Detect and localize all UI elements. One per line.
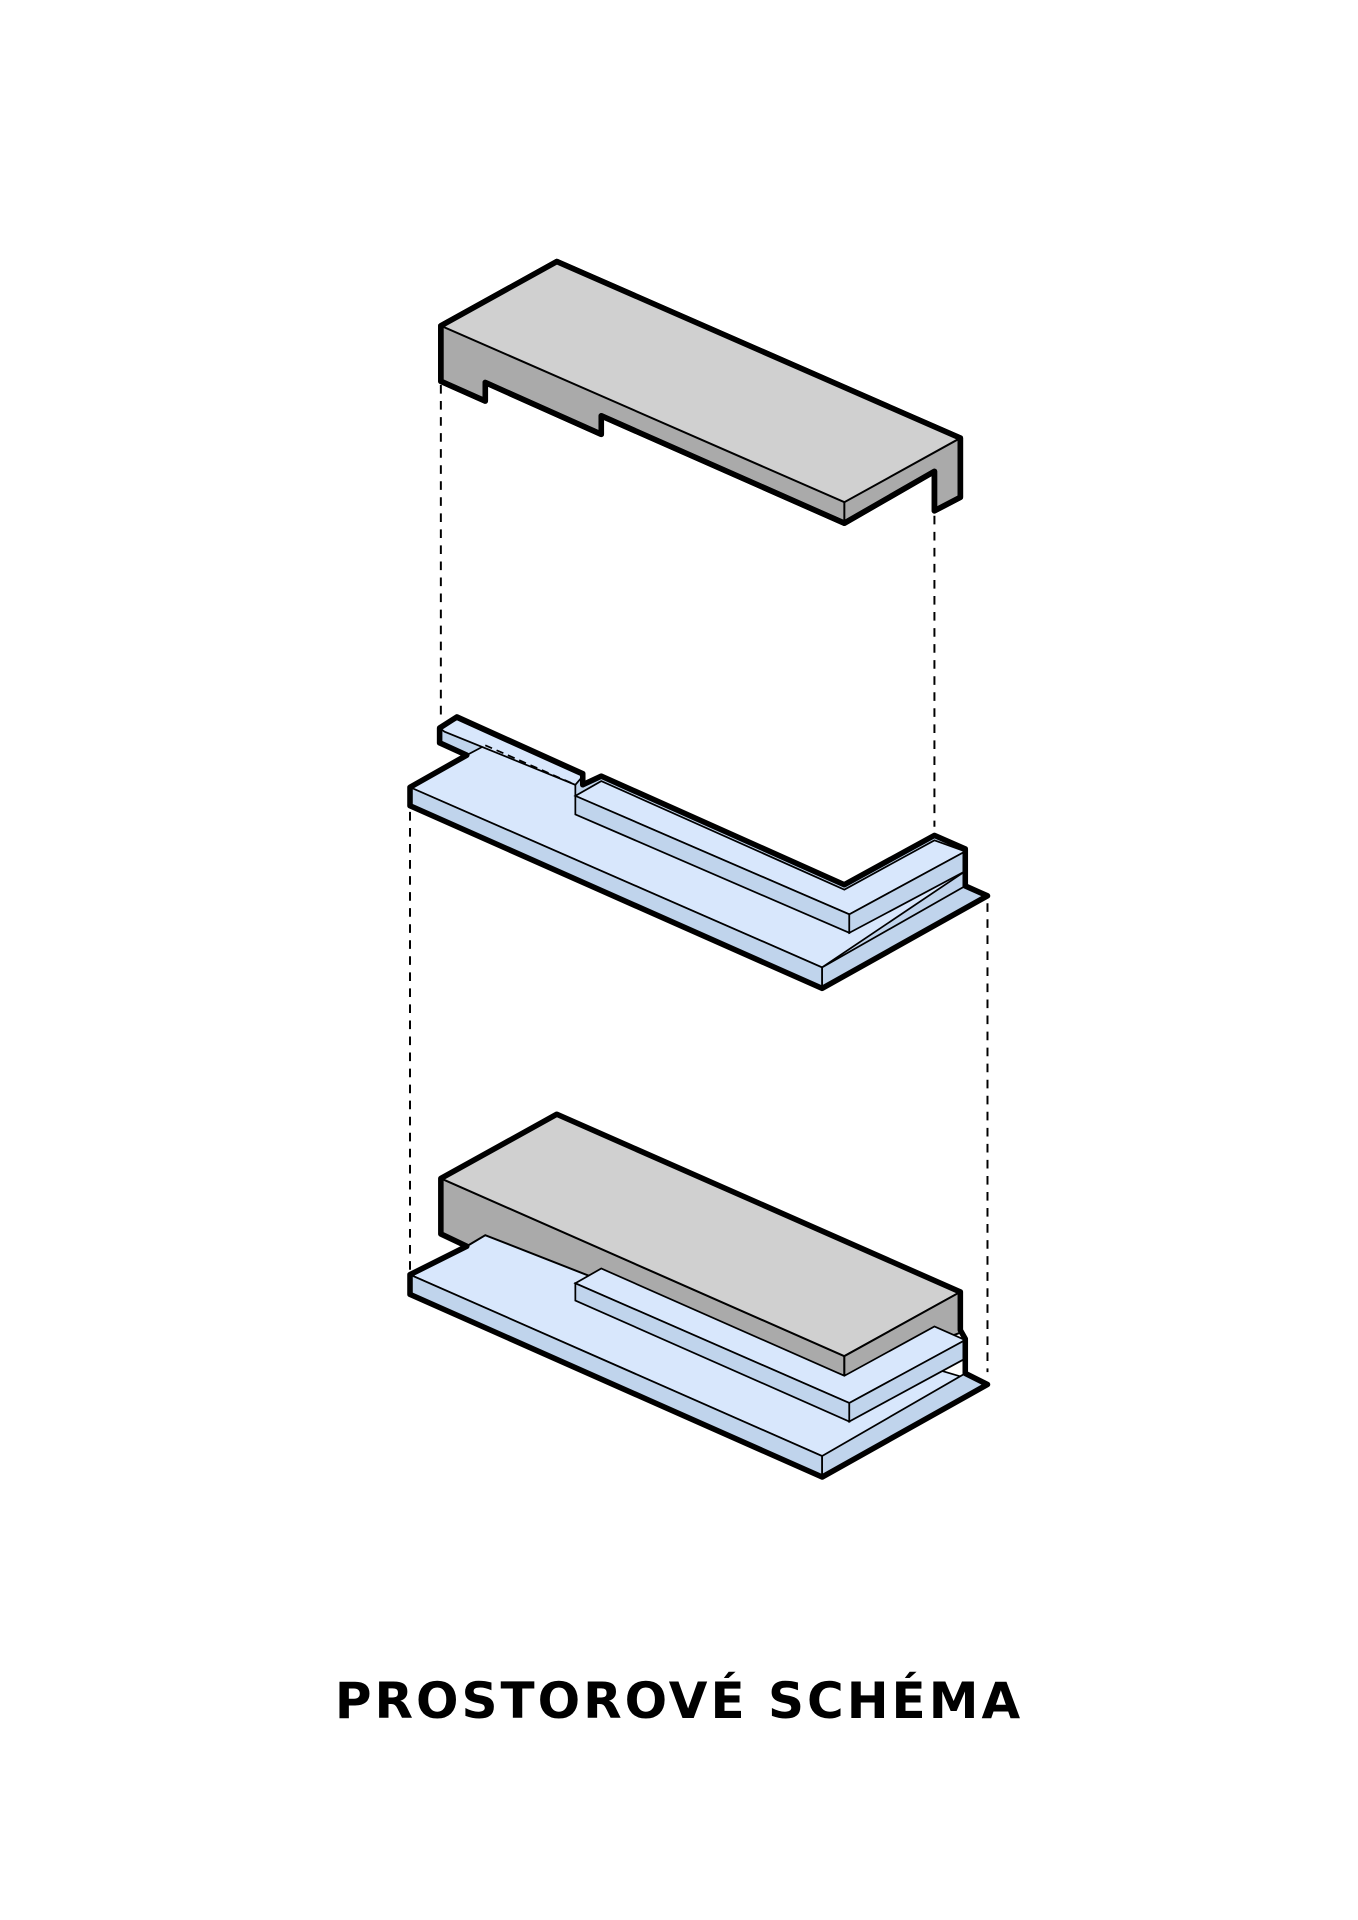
projection-lines-lower	[409, 811, 989, 1373]
assembled-volume	[407, 1111, 991, 1480]
projection-lines-upper	[439, 384, 936, 827]
diagram-caption: PROSTOROVÉ SCHÉMA	[334, 1672, 1024, 1730]
roof-volume	[438, 258, 964, 526]
floor-slabs-volume	[407, 714, 991, 992]
